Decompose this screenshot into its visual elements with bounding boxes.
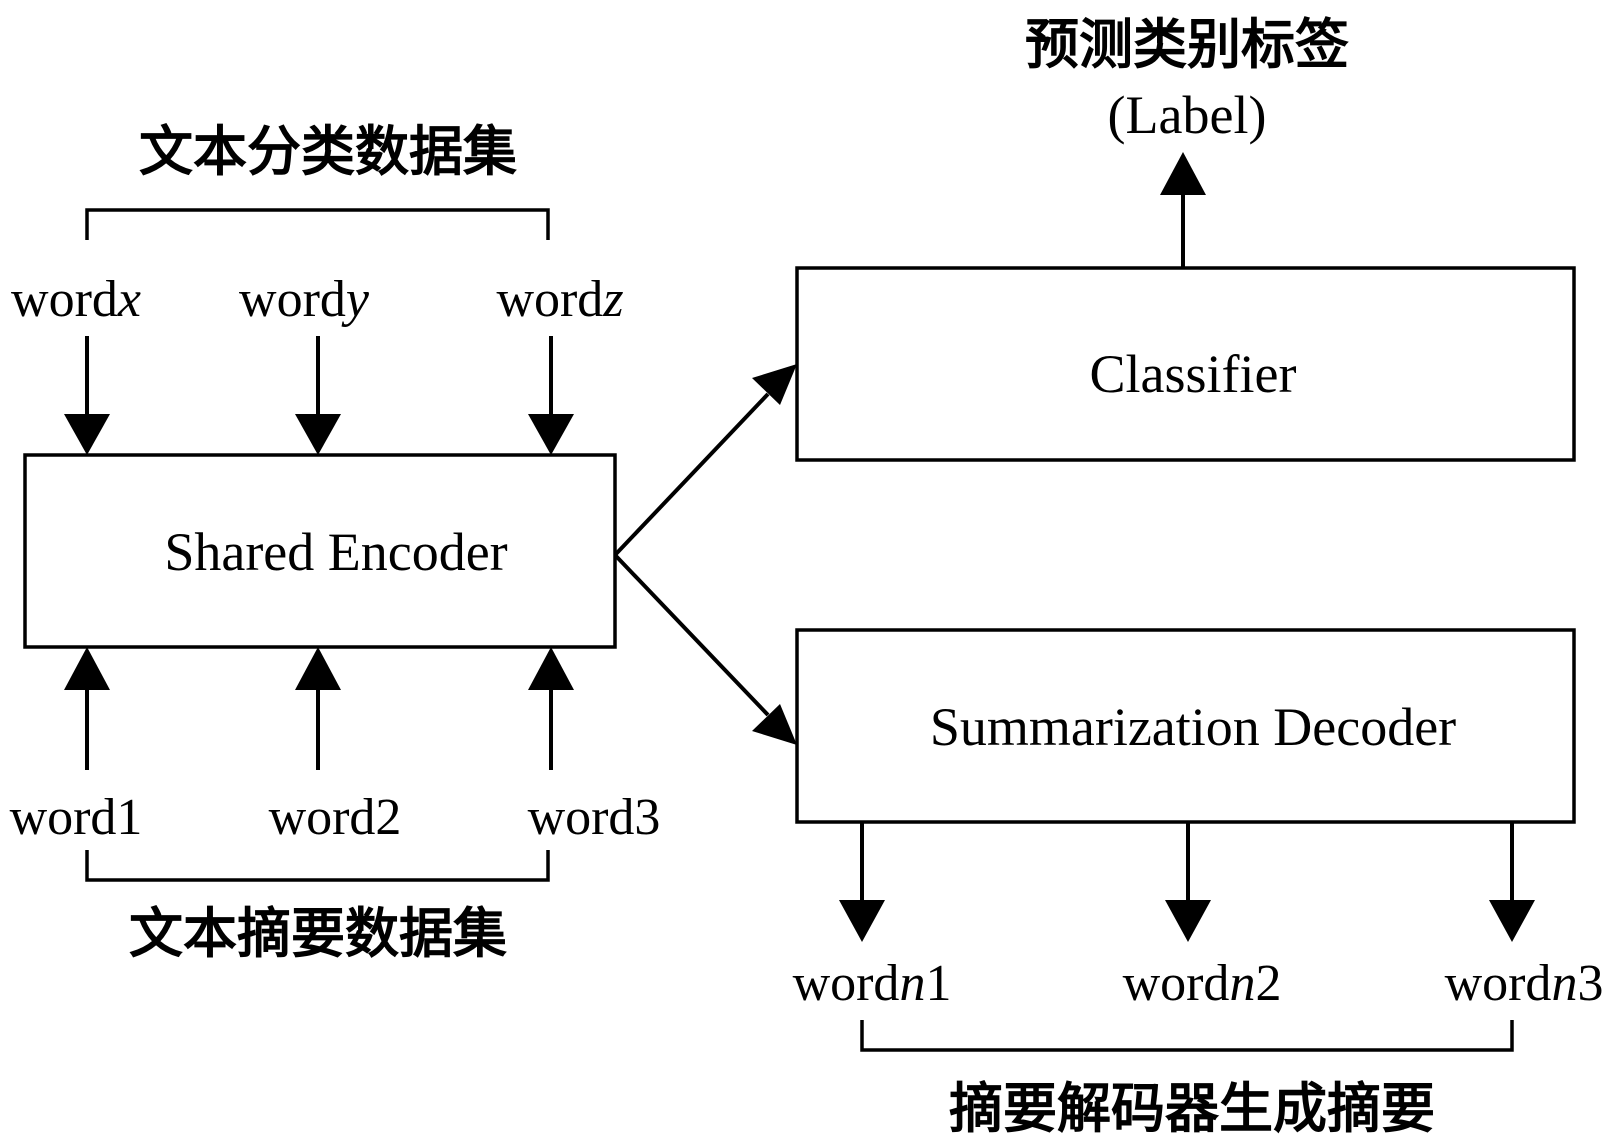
predicted-label-en: (Label) <box>1108 85 1267 145</box>
predicted-label-cn: 预测类别标签 <box>1025 13 1349 76</box>
arrowhead-label <box>1160 152 1206 195</box>
arrowhead-word2 <box>295 647 341 690</box>
classifier-label: Classifier <box>1090 344 1297 404</box>
input-word2: word2 <box>269 789 402 846</box>
shared-encoder-box <box>23 453 617 649</box>
output-wordn2: wordn2 <box>1123 955 1282 1012</box>
input-word-z: wordz <box>496 271 623 328</box>
arrowhead-word1 <box>64 647 110 690</box>
summarization-decoder-label: Summarization Decoder <box>930 697 1456 757</box>
arrowhead-classifier <box>752 364 797 405</box>
output-wordn1: wordn1 <box>793 955 952 1012</box>
classifier-box <box>795 266 1576 462</box>
arrowhead-wordn2 <box>1165 900 1211 942</box>
input-word3: word3 <box>528 789 661 846</box>
input-word-x: wordx <box>11 271 141 328</box>
arrowhead-decoder <box>752 704 797 745</box>
arrowhead-wordn3 <box>1489 900 1535 942</box>
arrowhead-wordz <box>528 414 574 455</box>
arrow-encoder-to-decoder <box>613 553 770 717</box>
arrowhead-wordy <box>295 414 341 455</box>
output-wordn3: wordn3 <box>1445 955 1604 1012</box>
summarization-dataset-label: 文本摘要数据集 <box>129 902 507 965</box>
input-word1: word1 <box>10 789 143 846</box>
decoder-output-bracket <box>860 1020 1514 1052</box>
shared-encoder-label: Shared Encoder <box>164 522 507 582</box>
arrowhead-wordn1 <box>839 900 885 942</box>
summarization-dataset-bracket <box>85 850 550 882</box>
classification-dataset-bracket <box>85 208 550 240</box>
decoder-output-label: 摘要解码器生成摘要 <box>949 1077 1435 1140</box>
input-word-y: wordy <box>239 271 370 328</box>
arrow-encoder-to-classifier <box>613 392 770 557</box>
classification-dataset-label: 文本分类数据集 <box>139 120 517 183</box>
summarization-decoder-box <box>795 628 1576 824</box>
arrowhead-word3 <box>528 647 574 690</box>
arrowhead-wordx <box>64 414 110 455</box>
